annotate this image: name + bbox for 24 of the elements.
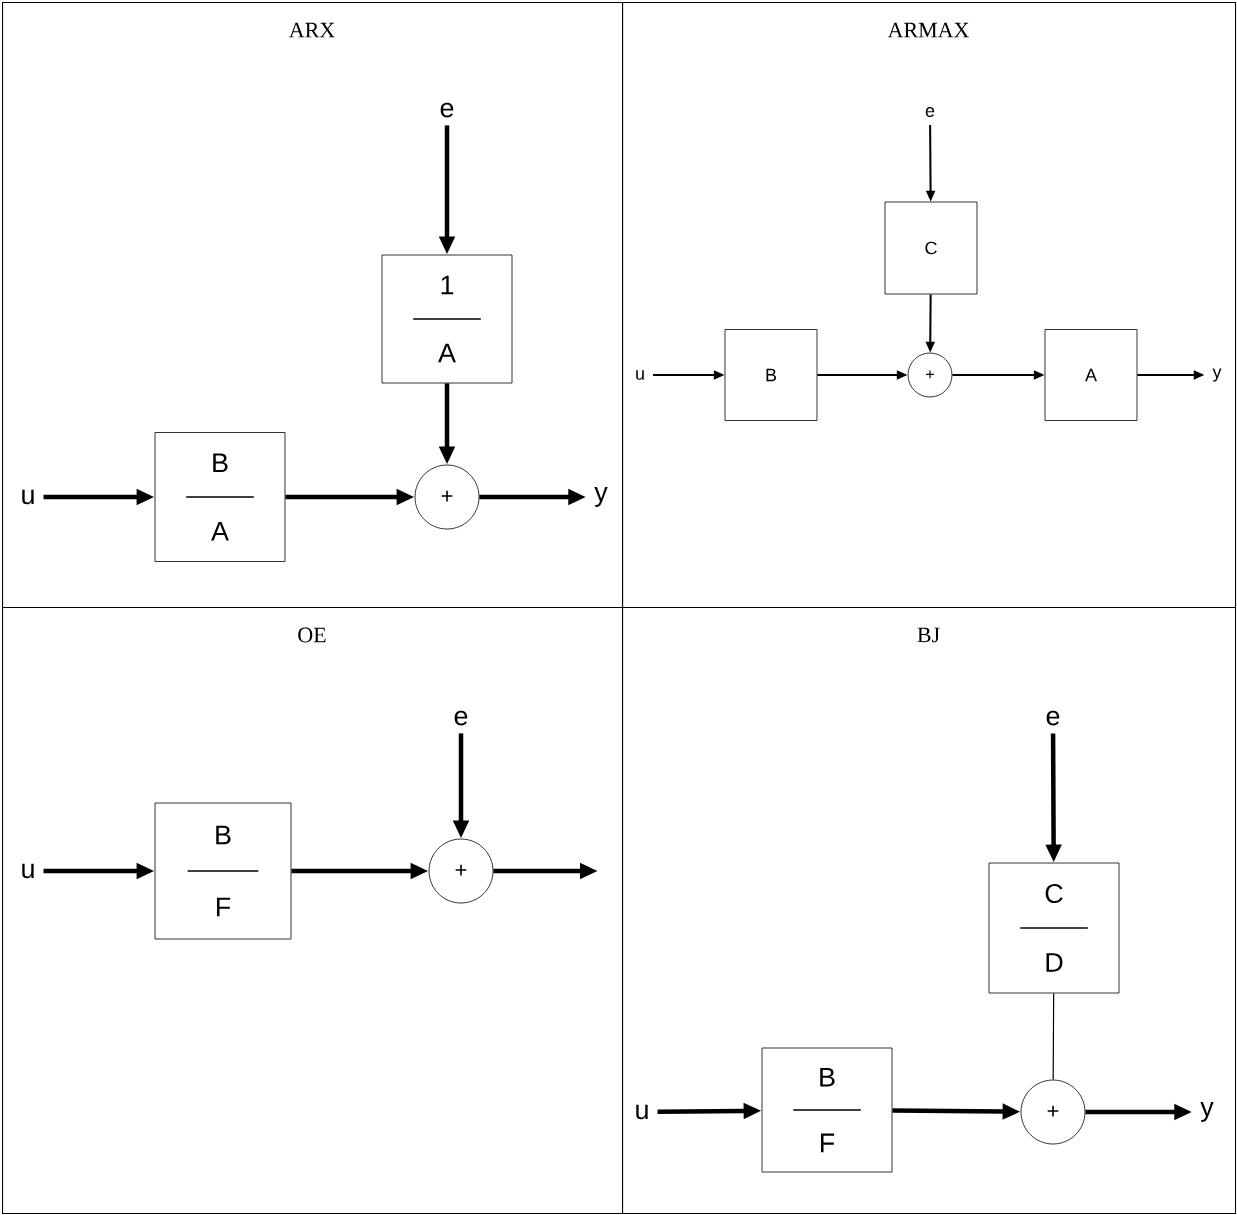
signal-label: e [454, 710, 468, 726]
transfer-function-box: B F [761, 1047, 893, 1173]
transfer-function-box: C [884, 201, 978, 295]
transfer-function-box: B F [154, 802, 292, 940]
signal-label: e [440, 102, 454, 118]
transfer-function-box: A [1044, 329, 1138, 421]
transfer-function-box: B A [154, 432, 286, 562]
summing-junction: + [428, 838, 494, 904]
signal-label: y [1212, 368, 1222, 382]
summing-junction: + [414, 464, 480, 530]
summing-junction: + [907, 352, 953, 398]
signal-label: u [636, 370, 644, 380]
connector-line [1052, 992, 1055, 1081]
signal-label: e [925, 107, 935, 117]
summing-junction: + [1020, 1079, 1086, 1145]
transfer-function-box: B [724, 329, 818, 421]
signal-label: y [1200, 1102, 1214, 1122]
signal-label: e [1046, 710, 1060, 726]
signal-label: u [636, 1104, 648, 1120]
signal-label: y [594, 487, 608, 507]
transfer-function-box: 1 A [381, 254, 513, 384]
transfer-function-box: C D [988, 862, 1120, 994]
signal-label: u [22, 489, 34, 505]
signal-label: u [22, 863, 34, 879]
